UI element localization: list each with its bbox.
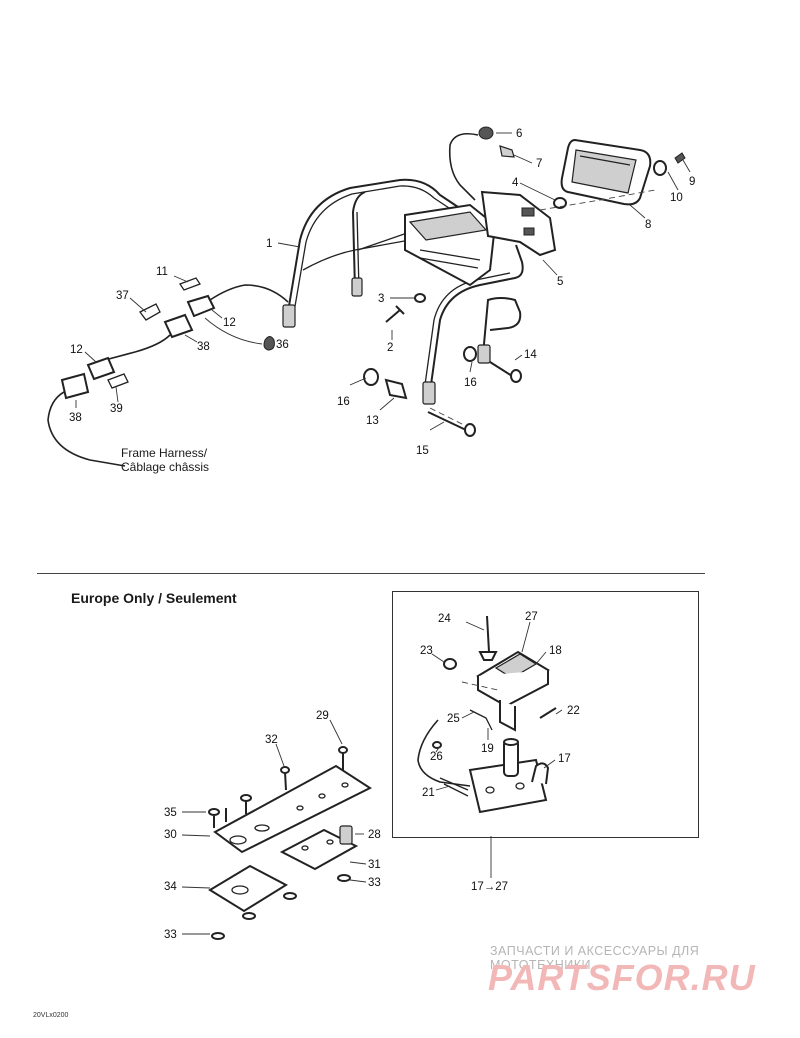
callout-38-upper: 38 <box>197 341 210 353</box>
callout-24: 24 <box>438 613 451 625</box>
callout-28: 28 <box>368 829 381 841</box>
callout-18: 18 <box>549 645 562 657</box>
callout-39: 39 <box>110 403 123 415</box>
callout-21: 21 <box>422 787 435 799</box>
upper-leader-lines <box>75 132 691 431</box>
callout-12-upper: 12 <box>223 317 236 329</box>
lower-callouts: 28 29 30 31 32 33 33 34 35 <box>164 710 381 941</box>
callout-range-17-27: 17→27 <box>471 881 508 893</box>
callout-29: 29 <box>316 710 329 722</box>
callout-6: 6 <box>516 128 522 140</box>
callout-33-right: 33 <box>368 877 381 889</box>
callout-7: 7 <box>536 158 542 170</box>
callout-5: 5 <box>557 276 563 288</box>
callout-22: 22 <box>567 705 580 717</box>
callout-19: 19 <box>481 743 494 755</box>
callout-31: 31 <box>368 859 381 871</box>
callout-13: 13 <box>366 415 379 427</box>
inset-leader-lines <box>431 621 563 878</box>
callout-2: 2 <box>387 342 393 354</box>
tail-light-lens <box>560 138 652 206</box>
callout-34: 34 <box>164 881 177 893</box>
frame-harness-label: Frame Harness/ Câblage châssis <box>121 446 209 474</box>
wiring-harness <box>47 277 289 467</box>
callout-38-lower: 38 <box>69 412 82 424</box>
callout-11: 11 <box>156 266 168 278</box>
callout-30: 30 <box>164 829 177 841</box>
callout-4: 4 <box>512 177 519 189</box>
callout-10: 10 <box>670 192 683 204</box>
callout-1: 1 <box>266 238 272 250</box>
section-divider <box>37 573 705 574</box>
europe-only-title: Europe Only / Seulement <box>71 590 237 606</box>
callout-25: 25 <box>447 713 460 725</box>
inset-callouts: 17 18 19 21 22 23 24 25 26 27 17→27 <box>420 611 580 893</box>
inset-frame <box>392 591 699 838</box>
hardware-nuts-washers <box>363 152 686 437</box>
callout-17: 17 <box>558 753 571 765</box>
callout-37: 37 <box>116 290 129 302</box>
callout-3: 3 <box>378 293 384 305</box>
callout-26: 26 <box>430 751 443 763</box>
document-code: 20VLx0200 <box>33 1012 69 1019</box>
callout-36: 36 <box>276 339 289 351</box>
callout-27: 27 <box>525 611 538 623</box>
upper-callouts: 1 2 3 4 5 6 7 8 9 10 11 12 12 13 14 15 1… <box>69 128 695 457</box>
callout-32: 32 <box>265 734 278 746</box>
frame-harness-label-fr: Câblage châssis <box>121 460 210 474</box>
callout-16-right: 16 <box>464 377 477 389</box>
tail-light-bracket <box>404 190 557 287</box>
frame-harness-label-en: Frame Harness/ <box>121 446 208 460</box>
callout-16-left: 16 <box>337 396 350 408</box>
callout-33-left: 33 <box>164 929 177 941</box>
callout-23: 23 <box>420 645 433 657</box>
callout-9: 9 <box>689 176 695 188</box>
watermark-logo: PARTSFOR.RU <box>488 957 756 998</box>
light-socket-and-bulb <box>448 126 515 201</box>
watermark-tagline: ЗАПЧАСТИ И АКСЕССУАРЫ ДЛЯ МОТОТЕХНИКИ <box>490 944 700 972</box>
callout-12-lower: 12 <box>70 344 83 356</box>
callout-35: 35 <box>164 807 177 819</box>
callout-8: 8 <box>645 219 651 231</box>
license-light-inset <box>417 615 557 814</box>
license-plate-bracket <box>208 746 373 940</box>
callout-14: 14 <box>524 349 537 361</box>
callout-15: 15 <box>416 445 429 457</box>
lower-leader-lines <box>181 719 367 935</box>
